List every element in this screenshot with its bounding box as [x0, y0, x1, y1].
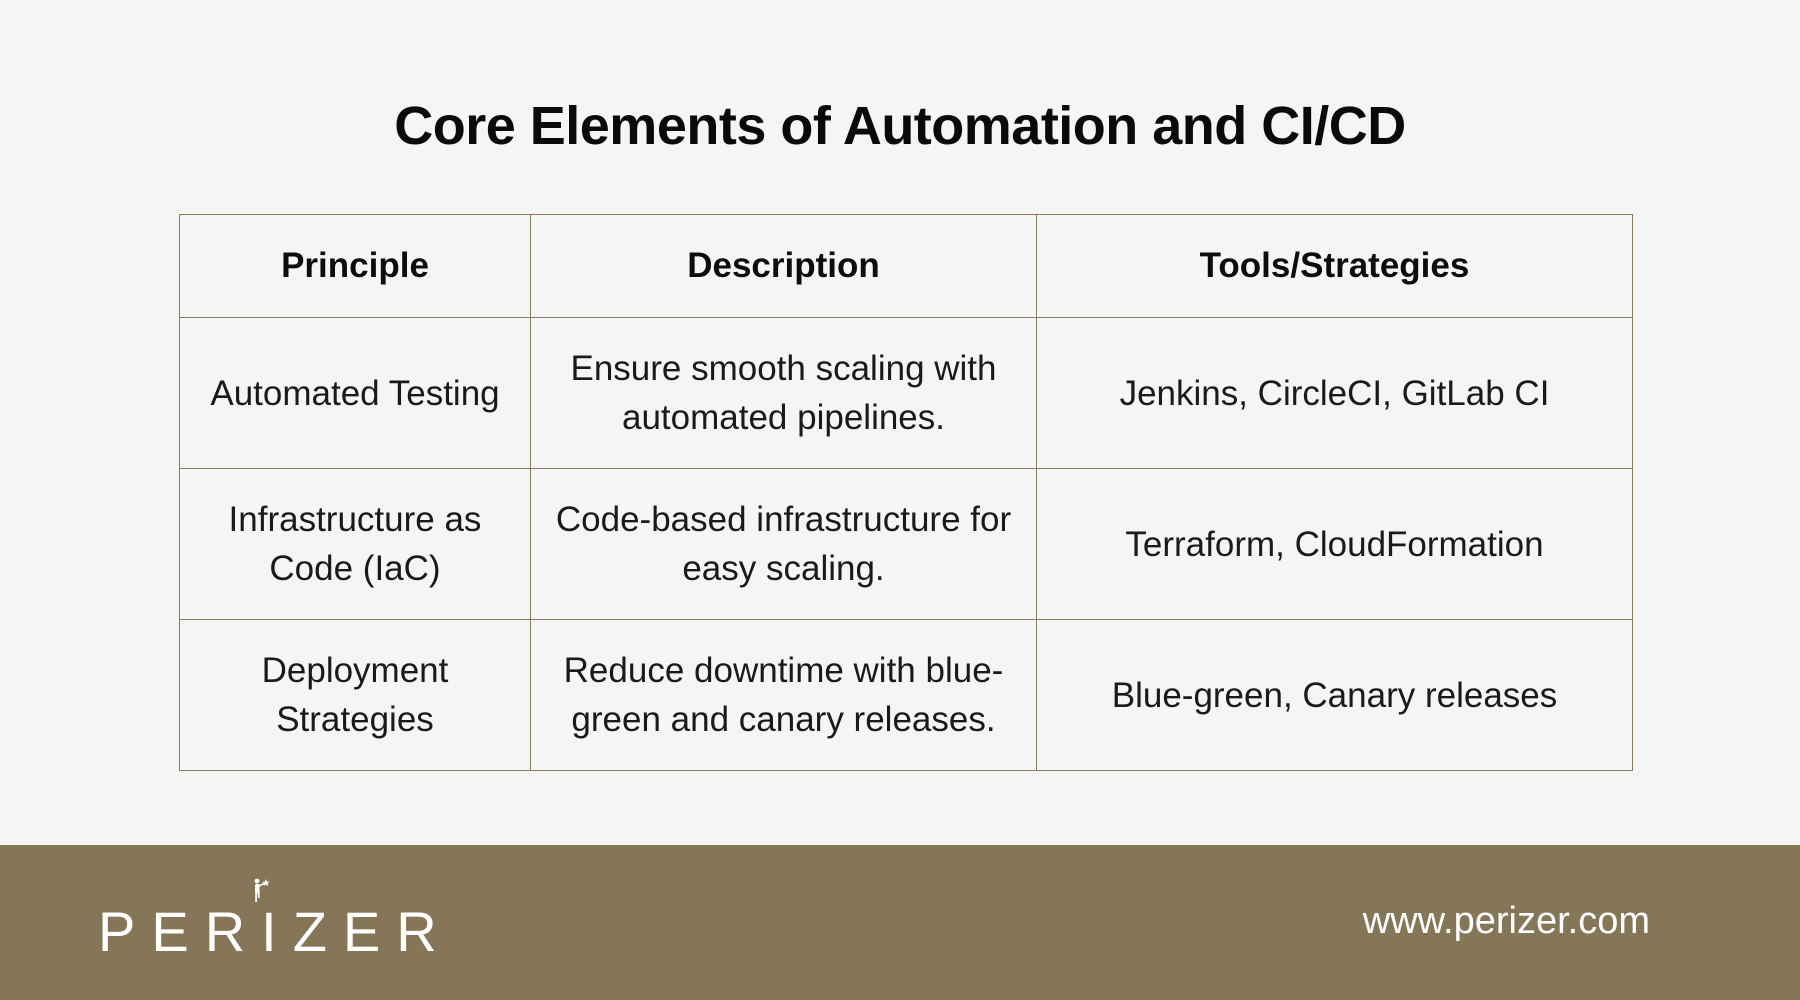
logo-wordmark: PERIZER [98, 900, 453, 963]
cell-description: Reduce downtime with blue-green and cana… [530, 619, 1037, 771]
cell-description: Code-based infrastructure for easy scali… [530, 468, 1037, 620]
cell-principle: Deployment Strategies [179, 619, 531, 771]
column-header-tools: Tools/Strategies [1036, 214, 1633, 318]
cell-description: Ensure smooth scaling with automated pip… [530, 317, 1037, 469]
table-row: Infrastructure as Code (IaC) Code-based … [179, 468, 1633, 620]
column-header-principle: Principle [179, 214, 531, 318]
column-header-description: Description [530, 214, 1037, 318]
cell-principle: Infrastructure as Code (IaC) [179, 468, 531, 620]
page-title: Core Elements of Automation and CI/CD [394, 96, 1406, 156]
table-row: Deployment Strategies Reduce downtime wi… [179, 619, 1633, 771]
website-url: www.perizer.com [1362, 900, 1650, 942]
cell-tools: Jenkins, CircleCI, GitLab CI [1036, 317, 1633, 469]
cell-principle: Automated Testing [179, 317, 531, 469]
principles-table: Principle Description Tools/Strategies A… [179, 214, 1633, 771]
perizer-logo: PERIZER [98, 878, 453, 963]
table-header-row: Principle Description Tools/Strategies [179, 214, 1633, 318]
person-star-icon [254, 878, 270, 902]
footer-bar: PERIZER www.perizer.com [0, 845, 1800, 1000]
cell-tools: Terraform, CloudFormation [1036, 468, 1633, 620]
table-row: Automated Testing Ensure smooth scaling … [179, 317, 1633, 469]
cell-tools: Blue-green, Canary releases [1036, 619, 1633, 771]
